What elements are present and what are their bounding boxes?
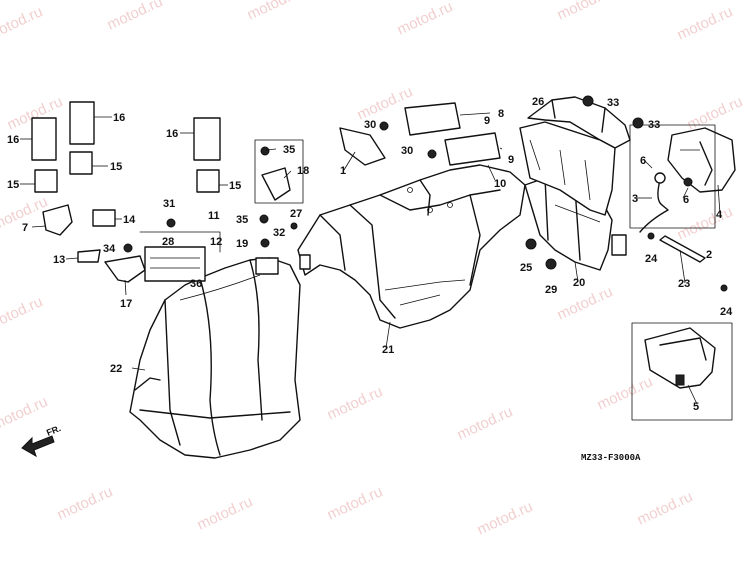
callout-6: 6 <box>640 155 646 167</box>
watermark: motod.ru <box>105 0 166 34</box>
callout-12: 12 <box>210 236 222 248</box>
part-13 <box>77 249 101 263</box>
watermark: motod.ru <box>595 373 656 413</box>
callout-27: 27 <box>290 208 302 220</box>
callout-36: 36 <box>190 278 202 290</box>
watermark: motod.ru <box>245 0 306 24</box>
callout-20: 20 <box>573 277 585 289</box>
callout-33: 33 <box>607 97 619 109</box>
part-tail-light <box>629 124 736 229</box>
part-inner-fender <box>129 257 301 459</box>
callout-16: 16 <box>113 112 125 124</box>
callout-34: 34 <box>103 243 116 255</box>
callout-15: 15 <box>110 161 122 173</box>
part-ecu-group <box>339 102 501 166</box>
callout-3: 3 <box>632 193 638 205</box>
callout-24: 24 <box>720 306 733 318</box>
callout-13: 13 <box>53 254 65 266</box>
callout-25: 25 <box>520 262 532 274</box>
watermark: motod.ru <box>395 0 456 39</box>
callout-9: 9 <box>508 154 514 166</box>
relay-15c <box>196 169 220 193</box>
relay-14 <box>92 209 116 227</box>
callout-16: 16 <box>166 128 178 140</box>
watermark: motod.ru <box>635 488 696 528</box>
bracket-7 <box>42 204 73 236</box>
callout-17: 17 <box>120 298 132 310</box>
part-18 <box>261 167 291 201</box>
fastener-group <box>123 95 728 292</box>
watermark: motod.ru <box>325 483 386 523</box>
fuse-box-12 <box>144 246 206 282</box>
part-relay-group <box>31 101 304 283</box>
watermark: motod.ru <box>455 403 516 443</box>
watermark: motod.ru <box>675 203 736 243</box>
callout-14: 14 <box>123 214 136 226</box>
part-grab-rail <box>519 96 631 216</box>
watermark: motod.ru <box>0 393 50 433</box>
front-direction-arrow: FR. <box>21 423 62 458</box>
callout-15: 15 <box>229 180 241 192</box>
callout-1: 1 <box>340 165 346 177</box>
callout-7: 7 <box>22 222 28 234</box>
callout-16: 16 <box>7 134 19 146</box>
diagram-code: MZ33-F3000A <box>581 453 641 463</box>
bracket-17 <box>104 255 146 283</box>
callout-33: 33 <box>648 119 660 131</box>
watermark: motod.ru <box>555 283 616 323</box>
callout-18: 18 <box>297 165 309 177</box>
watermark: motod.ru <box>0 3 45 43</box>
callout-8: 8 <box>498 108 504 120</box>
watermark: motod.ru <box>555 0 616 24</box>
callout-26: 26 <box>532 96 544 108</box>
callout-30: 30 <box>401 145 413 157</box>
callout-10: 10 <box>494 178 506 190</box>
callout-4: 4 <box>716 209 723 221</box>
callout-5: 5 <box>693 401 699 413</box>
callout-31: 31 <box>163 198 175 210</box>
callout-28: 28 <box>162 236 174 248</box>
watermark: motod.ru <box>55 483 116 523</box>
callout-6: 6 <box>683 194 689 206</box>
callout-2: 2 <box>706 249 712 261</box>
unit-10 <box>444 132 501 166</box>
callout-35: 35 <box>283 144 295 156</box>
callout-21: 21 <box>382 344 394 356</box>
relay-16c <box>193 117 221 161</box>
leader-lines <box>20 112 721 405</box>
callout-9: 9 <box>484 115 490 127</box>
callout-15: 15 <box>7 179 19 191</box>
callout-32: 32 <box>273 227 285 239</box>
watermark: motod.ru <box>195 493 256 533</box>
callout-22: 22 <box>110 363 122 375</box>
callout-19: 19 <box>236 238 248 250</box>
relay-16a <box>31 117 57 161</box>
callout-labels: 16 16 16 15 15 15 7 14 13 34 17 31 28 36… <box>7 96 733 413</box>
front-label: FR. <box>45 423 62 438</box>
callout-11: 11 <box>208 210 220 222</box>
watermark: motod.ru <box>675 3 736 43</box>
relay-15a <box>34 169 58 193</box>
unit-8 <box>404 102 461 136</box>
callout-23: 23 <box>678 278 690 290</box>
part-license-light <box>631 322 733 421</box>
watermark: motod.ru <box>325 383 386 423</box>
watermark: motod.ru <box>475 498 536 538</box>
bracket-1 <box>339 127 386 166</box>
callout-35: 35 <box>236 214 248 226</box>
callout-29: 29 <box>545 284 557 296</box>
part-strip <box>659 235 706 263</box>
part-harness <box>639 172 669 233</box>
relay-16b <box>69 101 95 145</box>
relay-15b <box>69 151 93 175</box>
callout-30: 30 <box>364 119 376 131</box>
callout-24: 24 <box>645 253 658 265</box>
watermark: motod.ru <box>0 293 45 333</box>
part-undertray <box>297 164 526 329</box>
